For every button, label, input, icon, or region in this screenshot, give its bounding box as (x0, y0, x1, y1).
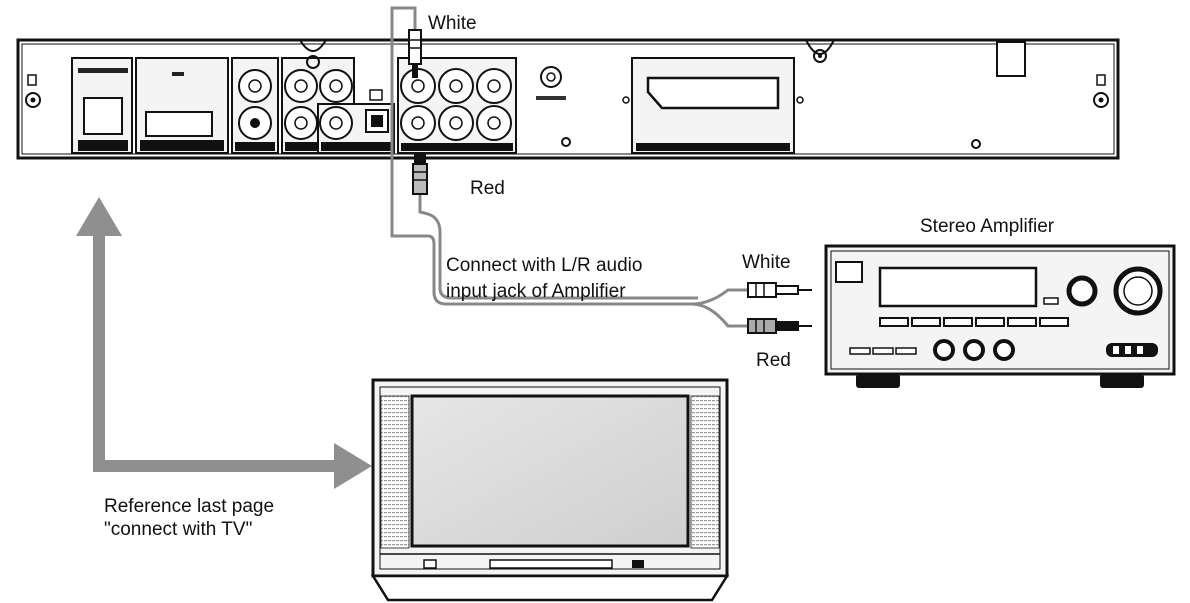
rca-plug-red-amp (747, 318, 812, 334)
rca-plug-red-bottom (412, 154, 428, 195)
label-reference-line2: "connect with TV" (104, 519, 253, 540)
rca-plug-white-top (408, 29, 422, 78)
power-cord (996, 41, 1026, 77)
television (370, 378, 730, 602)
tv-connection-arrow (76, 197, 372, 489)
rca-plug-white-amp (747, 282, 812, 298)
scart-port-section (622, 57, 804, 154)
digital-audio-out-section (317, 89, 395, 154)
panel-jack (540, 66, 562, 88)
lan-port-section (71, 57, 133, 154)
label-connect-note-line2: input jack of Amplifier (446, 281, 626, 302)
label-connect-note-line1: Connect with L/R audio (446, 255, 643, 276)
audio-cable (390, 6, 748, 328)
hdmi-port-section (135, 57, 229, 154)
panel-screw (561, 137, 571, 147)
label-red-top: Red (470, 178, 505, 199)
label-white-top: White (428, 13, 477, 34)
dvd-player-rear-panel (16, 38, 1120, 160)
tv-screen (410, 394, 690, 548)
stereo-amplifier (824, 244, 1176, 388)
label-white-amp: White (742, 252, 791, 273)
label-red-amp: Red (756, 350, 791, 371)
video-out-section (231, 57, 279, 154)
audio-out-section (397, 57, 517, 154)
label-reference-line1: Reference last page (104, 496, 275, 517)
label-stereo-amplifier: Stereo Amplifier (920, 216, 1055, 237)
